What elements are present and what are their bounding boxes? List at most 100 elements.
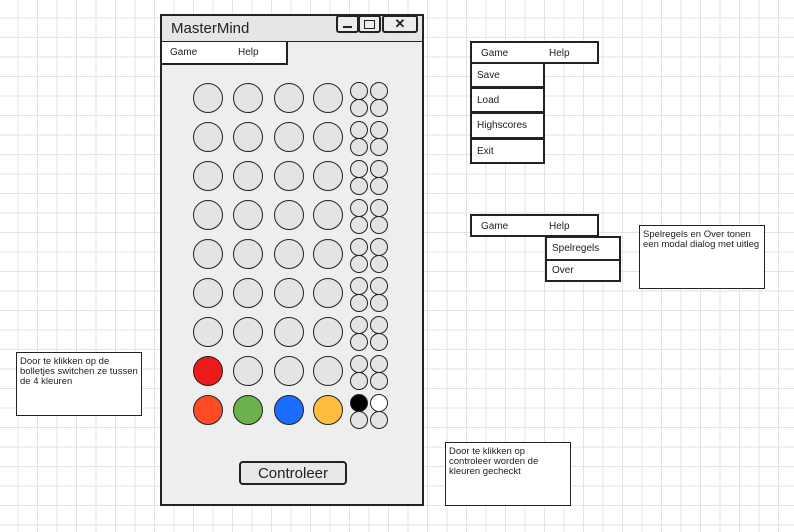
guess-peg[interactable] — [313, 239, 343, 269]
guess-peg[interactable] — [313, 83, 343, 113]
hint-peg — [350, 99, 368, 117]
hint-peg — [350, 372, 368, 390]
guess-peg[interactable] — [233, 356, 263, 386]
guess-peg[interactable] — [274, 161, 304, 191]
hint-peg — [370, 411, 388, 429]
mastermind-window: MasterMind ✕ Game Help Controleer — [160, 14, 424, 506]
menu-item-highscores[interactable]: Highscores — [470, 112, 545, 139]
hint-peg — [370, 355, 388, 373]
hint-peg — [350, 238, 368, 256]
hint-peg — [350, 160, 368, 178]
note-controleer: Door te klikken op controleer worden de … — [445, 442, 571, 506]
help-menu-bar: Game Help — [470, 214, 599, 237]
menu-help[interactable]: Help — [238, 47, 259, 58]
hint-peg — [370, 121, 388, 139]
guess-peg[interactable] — [233, 239, 263, 269]
title-bar: MasterMind ✕ — [162, 15, 422, 42]
game-menu-bar-help[interactable]: Help — [549, 48, 570, 59]
hint-peg — [350, 355, 368, 373]
help-menu-bar-help[interactable]: Help — [549, 221, 570, 232]
hint-peg — [370, 238, 388, 256]
guess-peg[interactable] — [313, 278, 343, 308]
guess-peg[interactable] — [193, 83, 223, 113]
guess-peg[interactable] — [274, 278, 304, 308]
menu-item-spelregels[interactable]: Spelregels — [545, 236, 621, 261]
hint-peg — [350, 138, 368, 156]
guess-peg[interactable] — [233, 278, 263, 308]
guess-peg[interactable] — [274, 239, 304, 269]
guess-peg[interactable] — [193, 200, 223, 230]
guess-peg[interactable] — [233, 161, 263, 191]
controleer-button[interactable]: Controleer — [239, 461, 347, 485]
hint-peg — [370, 255, 388, 273]
game-menu-bar: Game Help — [470, 41, 599, 64]
guess-peg[interactable] — [233, 395, 263, 425]
guess-peg[interactable] — [193, 278, 223, 308]
guess-peg[interactable] — [233, 122, 263, 152]
close-icon: ✕ — [394, 16, 406, 31]
hint-peg — [350, 333, 368, 351]
game-menu-bar-game[interactable]: Game — [481, 48, 509, 59]
hint-peg — [350, 394, 368, 412]
hint-peg — [370, 99, 388, 117]
hint-peg — [350, 277, 368, 295]
guess-peg[interactable] — [233, 83, 263, 113]
guess-peg[interactable] — [274, 395, 304, 425]
guess-peg[interactable] — [193, 239, 223, 269]
game-board — [162, 16, 422, 486]
hint-peg — [370, 394, 388, 412]
help-menu-bar-game[interactable]: Game — [481, 221, 509, 232]
hint-peg — [370, 82, 388, 100]
guess-peg[interactable] — [193, 356, 223, 386]
hint-peg — [370, 333, 388, 351]
hint-peg — [350, 177, 368, 195]
hint-peg — [370, 277, 388, 295]
hint-peg — [370, 316, 388, 334]
window-title: MasterMind — [171, 20, 250, 37]
guess-peg[interactable] — [233, 317, 263, 347]
guess-peg[interactable] — [313, 395, 343, 425]
close-button[interactable]: ✕ — [382, 15, 418, 33]
hint-peg — [350, 82, 368, 100]
menu-bar: Game Help — [162, 42, 288, 65]
menu-item-load[interactable]: Load — [470, 87, 545, 113]
hint-peg — [370, 216, 388, 234]
hint-peg — [370, 177, 388, 195]
guess-peg[interactable] — [313, 356, 343, 386]
guess-peg[interactable] — [193, 317, 223, 347]
guess-peg[interactable] — [274, 356, 304, 386]
hint-peg — [370, 160, 388, 178]
guess-peg[interactable] — [313, 317, 343, 347]
hint-peg — [350, 411, 368, 429]
hint-peg — [350, 255, 368, 273]
guess-peg[interactable] — [193, 395, 223, 425]
menu-game[interactable]: Game — [170, 47, 198, 58]
menu-item-exit[interactable]: Exit — [470, 138, 545, 164]
hint-peg — [350, 121, 368, 139]
note-help: Spelregels en Over tonen een modal dialo… — [639, 225, 765, 289]
guess-peg[interactable] — [274, 122, 304, 152]
maximize-button[interactable] — [358, 15, 381, 33]
guess-peg[interactable] — [274, 317, 304, 347]
hint-peg — [370, 294, 388, 312]
hint-peg — [370, 199, 388, 217]
guess-peg[interactable] — [313, 200, 343, 230]
guess-peg[interactable] — [274, 200, 304, 230]
guess-peg[interactable] — [313, 122, 343, 152]
minimize-icon — [343, 26, 352, 28]
guess-peg[interactable] — [193, 122, 223, 152]
hint-peg — [350, 316, 368, 334]
menu-item-save[interactable]: Save — [470, 62, 545, 88]
guess-peg[interactable] — [313, 161, 343, 191]
hint-peg — [350, 216, 368, 234]
hint-peg — [370, 138, 388, 156]
hint-peg — [370, 372, 388, 390]
menu-item-over[interactable]: Over — [545, 259, 621, 282]
maximize-icon — [364, 19, 375, 29]
hint-peg — [350, 294, 368, 312]
hint-peg — [350, 199, 368, 217]
note-pegs: Door te klikken op de bolletjes switchen… — [16, 352, 142, 416]
guess-peg[interactable] — [193, 161, 223, 191]
guess-peg[interactable] — [233, 200, 263, 230]
guess-peg[interactable] — [274, 83, 304, 113]
